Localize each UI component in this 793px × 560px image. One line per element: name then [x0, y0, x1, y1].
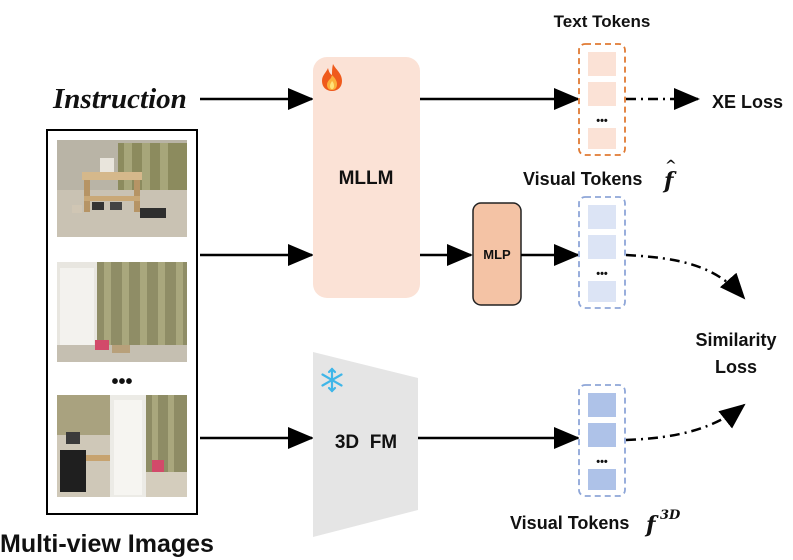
3d-fm-label: 3D FM — [335, 432, 397, 453]
mllm-label: MLLM — [339, 168, 394, 189]
svg-text:f: f — [644, 512, 659, 538]
visual-token-hat — [588, 205, 616, 229]
multiview-images-label: Multi-view Images — [0, 530, 214, 558]
xe-loss-label: XE Loss — [712, 92, 783, 112]
visual-token-3d — [588, 423, 616, 447]
visual-tokens-hat-to-similarity-arrow — [625, 253, 746, 300]
similarity-loss-label-line2: Loss — [715, 357, 757, 377]
instruction-label: Instruction — [52, 83, 187, 115]
visual-tokens-3d-to-similarity-arrow — [625, 403, 746, 442]
text-token-ellipsis: ••• — [596, 115, 608, 127]
visual-token-3d — [588, 469, 616, 490]
text-token — [588, 82, 616, 106]
visual-token-3d — [588, 393, 616, 417]
mllm-block — [313, 57, 420, 298]
visual-token-3d-ellipsis: ••• — [596, 456, 608, 468]
snowflake-icon — [321, 367, 343, 393]
visual-tokens-3d-label: Visual Tokens — [510, 513, 629, 533]
visual-tokens-hat-label: Visual Tokens — [523, 169, 642, 189]
text-token — [588, 52, 616, 76]
f-hat-symbol: f ^ — [662, 158, 677, 194]
text-token — [588, 128, 616, 149]
view-image-3 — [57, 395, 187, 497]
svg-text:^: ^ — [665, 158, 677, 174]
visual-token-hat — [588, 235, 616, 259]
fire-icon — [322, 64, 342, 91]
visual-token-hat-ellipsis: ••• — [596, 268, 608, 280]
view-image-1 — [57, 140, 187, 237]
similarity-loss-label-line1: Similarity — [695, 330, 776, 350]
text-tokens-label: Text Tokens — [554, 12, 651, 31]
mlp-label: MLP — [483, 247, 511, 262]
f-3d-symbol: f 3D — [644, 508, 681, 538]
view-image-2 — [57, 262, 187, 362]
visual-token-hat — [588, 281, 616, 302]
svg-text:3D: 3D — [660, 508, 681, 523]
svg-text:f: f — [662, 168, 677, 194]
images-ellipsis: ••• — [111, 371, 132, 393]
3d-fm-block — [313, 352, 418, 537]
